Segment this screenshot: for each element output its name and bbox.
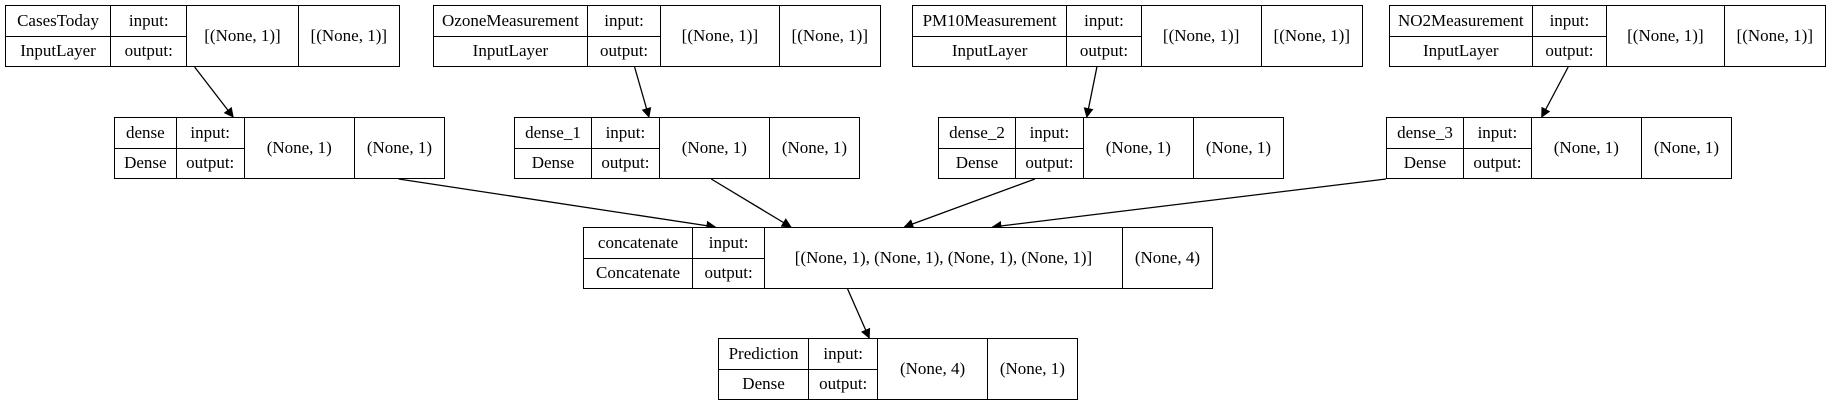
output-label: output: bbox=[1067, 35, 1141, 67]
layer-title-column: concatenate Concatenate bbox=[584, 228, 694, 289]
output-label: output: bbox=[111, 35, 187, 67]
layer-name: CasesToday bbox=[17, 10, 99, 30]
layer-type: InputLayer bbox=[913, 35, 1067, 67]
layer-node-dense-2: dense_2 Dense input: output: (None, 1) (… bbox=[938, 117, 1284, 179]
layer-node-dense-3: dense_3 Dense input: output: (None, 1) (… bbox=[1386, 117, 1732, 179]
input-label: input: bbox=[823, 343, 864, 363]
layer-title-column: CasesToday InputLayer bbox=[6, 6, 112, 67]
layer-type: Dense bbox=[1387, 147, 1463, 179]
layer-name: Prediction bbox=[728, 343, 799, 363]
output-shape: [(None, 1)] bbox=[310, 26, 388, 45]
input-label: input: bbox=[190, 122, 231, 142]
output-label: output: bbox=[693, 257, 765, 289]
input-label: input: bbox=[1029, 122, 1070, 142]
layer-title-column: dense_3 Dense bbox=[1387, 118, 1464, 178]
input-shape: (None, 1) bbox=[1084, 118, 1194, 178]
layer-node-prediction: Prediction Dense input: output: (None, 4… bbox=[718, 338, 1078, 400]
layer-node-casestoday: CasesToday InputLayer input: output: [(N… bbox=[5, 5, 400, 67]
layer-title-column: dense_2 Dense bbox=[939, 118, 1016, 178]
layer-name: dense_3 bbox=[1397, 122, 1453, 142]
io-label-column: input: output: bbox=[176, 118, 245, 179]
layer-node-no2measurement: NO2Measurement InputLayer input: output:… bbox=[1389, 5, 1826, 67]
output-shape: [(None, 1)] bbox=[1273, 26, 1350, 45]
layer-name: PM10Measurement bbox=[922, 10, 1057, 30]
io-label-column: input: output: bbox=[111, 6, 188, 67]
layer-node-concatenate: concatenate Concatenate input: output: [… bbox=[583, 227, 1213, 289]
layer-type: Dense bbox=[719, 368, 809, 400]
layer-type: Concatenate bbox=[584, 257, 693, 289]
layer-type: InputLayer bbox=[6, 35, 111, 67]
layer-node-pm10measurement: PM10Measurement InputLayer input: output… bbox=[912, 5, 1363, 67]
output-shape: (None, 1) bbox=[366, 138, 432, 157]
edge-dense_1-to-concat bbox=[710, 178, 792, 228]
output-shape: (None, 4) bbox=[1134, 248, 1201, 267]
layer-type: Dense bbox=[515, 147, 591, 179]
input-label: input: bbox=[605, 122, 646, 142]
input-label: input: bbox=[1084, 10, 1124, 30]
output-label: output: bbox=[176, 147, 244, 179]
output-shape: (None, 1) bbox=[781, 138, 847, 157]
layer-title-column: NO2Measurement InputLayer bbox=[1390, 6, 1533, 66]
input-label: input: bbox=[604, 10, 644, 30]
io-label-column: input: output: bbox=[1067, 6, 1142, 66]
layer-type: InputLayer bbox=[1390, 35, 1532, 67]
edge-concat-to-pred bbox=[847, 288, 871, 339]
output-label: output: bbox=[587, 35, 661, 67]
input-shape: [(None, 1), (None, 1), (None, 1), (None,… bbox=[765, 228, 1123, 288]
output-label: output: bbox=[809, 368, 878, 400]
layer-title-column: dense_1 Dense bbox=[515, 118, 592, 178]
io-label-column: input: output: bbox=[1463, 118, 1532, 179]
layer-name: OzoneMeasurement bbox=[442, 10, 579, 30]
output-shape: [(None, 1)] bbox=[1736, 26, 1813, 45]
input-shape: (None, 1) bbox=[245, 118, 355, 178]
output-shape: (None, 1) bbox=[1653, 138, 1719, 157]
layer-title-column: OzoneMeasurement InputLayer bbox=[434, 6, 588, 66]
layer-title-column: dense Dense bbox=[115, 118, 177, 178]
input-shape: [(None, 1)] bbox=[1142, 6, 1262, 66]
input-shape: (None, 1) bbox=[1532, 118, 1642, 178]
edge-cases-to-dense bbox=[194, 66, 234, 118]
output-shape: (None, 1) bbox=[999, 359, 1065, 378]
layer-title-column: Prediction Dense bbox=[719, 339, 810, 400]
output-label: output: bbox=[1015, 147, 1083, 179]
output-label: output: bbox=[1532, 35, 1607, 67]
edge-dense_2-to-concat bbox=[903, 178, 1036, 229]
edge-pm10-to-dense_2 bbox=[1083, 66, 1098, 118]
layer-title-column: PM10Measurement InputLayer bbox=[913, 6, 1068, 67]
input-shape: [(None, 1)] bbox=[187, 6, 299, 66]
io-label-column: input: output: bbox=[1015, 118, 1084, 179]
layer-node-ozonemeasurement: OzoneMeasurement InputLayer input: outpu… bbox=[433, 5, 881, 67]
input-label: input: bbox=[708, 232, 749, 252]
io-label-column: input: output: bbox=[1532, 6, 1608, 67]
input-label: input: bbox=[1477, 122, 1518, 142]
input-shape: [(None, 1)] bbox=[661, 6, 780, 66]
layer-node-dense-1: dense_1 Dense input: output: (None, 1) (… bbox=[514, 117, 860, 179]
layer-node-dense: dense Dense input: output: (None, 1) (No… bbox=[114, 117, 445, 179]
input-shape: (None, 1) bbox=[660, 118, 770, 178]
io-label-column: input: output: bbox=[693, 228, 766, 289]
input-shape: [(None, 1)] bbox=[1607, 6, 1725, 66]
edge-no2-to-dense_3 bbox=[1541, 66, 1569, 118]
layer-name: concatenate bbox=[597, 232, 679, 252]
layer-name: NO2Measurement bbox=[1398, 10, 1524, 30]
input-label: input: bbox=[1549, 10, 1590, 30]
edge-dense-to-concat bbox=[398, 178, 717, 231]
layer-name: dense_1 bbox=[525, 122, 581, 142]
output-label: output: bbox=[1463, 147, 1531, 179]
io-label-column: input: output: bbox=[809, 339, 879, 400]
output-shape: [(None, 1)] bbox=[791, 26, 868, 45]
io-label-column: input: output: bbox=[591, 118, 660, 179]
layer-type: Dense bbox=[115, 147, 176, 179]
layer-name: dense bbox=[125, 122, 165, 142]
edge-ozone-to-dense_1 bbox=[633, 66, 652, 118]
input-shape: (None, 4) bbox=[878, 339, 988, 399]
output-label: output: bbox=[591, 147, 659, 179]
output-shape: (None, 1) bbox=[1205, 138, 1271, 157]
io-label-column: input: output: bbox=[587, 6, 662, 67]
layer-type: Dense bbox=[939, 147, 1015, 179]
input-label: input: bbox=[128, 10, 169, 30]
layer-name: dense_2 bbox=[949, 122, 1005, 142]
edge-dense_3-to-concat bbox=[991, 178, 1387, 231]
layer-type: InputLayer bbox=[434, 35, 587, 67]
